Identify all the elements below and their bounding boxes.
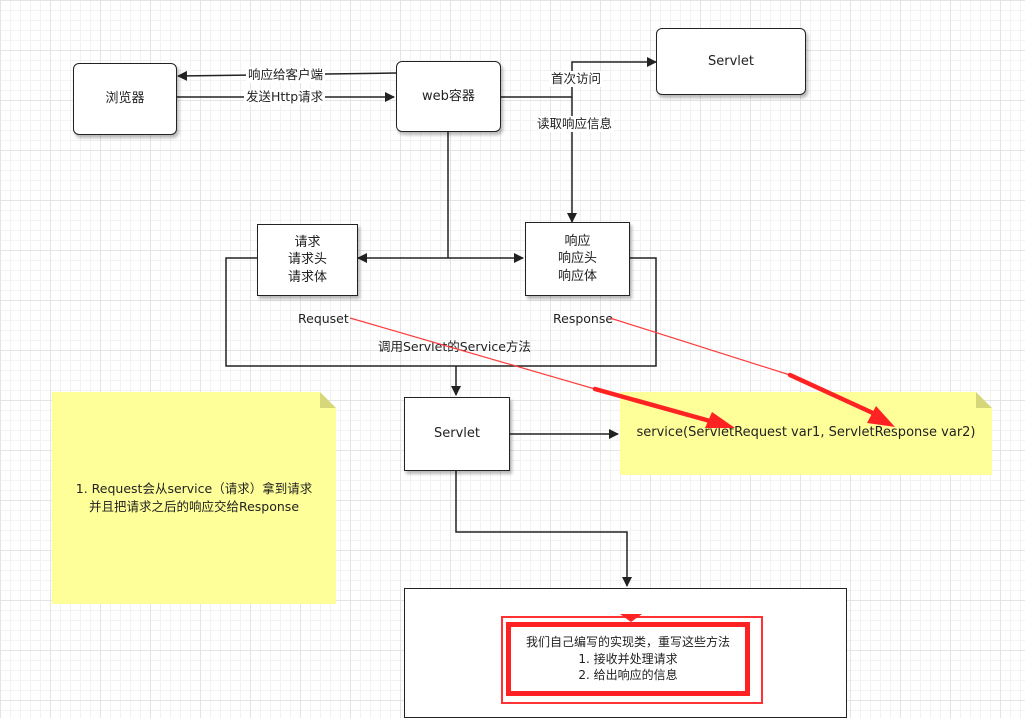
request-box: 请求 请求头 请求体 <box>257 224 358 296</box>
response-line-2: 响应头 <box>557 251 597 267</box>
explanation-line-1: 1. Request会从service（请求）拿到请求 <box>75 480 313 496</box>
request-line-2: 请求头 <box>287 252 327 268</box>
service-signature: service(ServletRequest var1, ServletResp… <box>636 425 976 441</box>
response-line-1: 响应 <box>564 233 591 249</box>
implementation-line-1: 我们自己编写的实现类，重写这些方法 <box>525 634 730 649</box>
first-visit-label: 首次访问 <box>549 71 604 87</box>
web-container-label: web容器 <box>422 88 475 104</box>
browser-label: 浏览器 <box>105 91 145 107</box>
call-service-label: 调用Servlet的Service方法 <box>378 339 531 354</box>
servlet-mid-label: Servlet <box>434 426 480 442</box>
read-response-info-label: 读取响应信息 <box>535 116 615 132</box>
service-method-note: service(ServletRequest var1, ServletResp… <box>620 392 992 475</box>
request-line-1: 请求 <box>294 234 321 250</box>
implementation-line-2: 1. 接收并处理请求 <box>578 651 678 666</box>
respond-to-client-label: 响应给客户端 <box>246 67 326 83</box>
servlet-top-label: Servlet <box>708 53 754 69</box>
response-line-3: 响应体 <box>557 268 597 284</box>
response-name-label: Response <box>553 311 614 326</box>
web-container-box: web容器 <box>396 61 501 132</box>
send-http-request-label: 发送Http请求 <box>244 89 326 105</box>
response-box: 响应 响应头 响应体 <box>525 222 630 296</box>
request-line-3: 请求体 <box>287 269 327 285</box>
implementation-highlight-box: 我们自己编写的实现类，重写这些方法 1. 接收并处理请求 2. 给出响应的信息 <box>506 622 750 696</box>
servlet-box-mid: Servlet <box>404 397 510 471</box>
explanation-line-2: 并且把请求之后的响应交给Response <box>88 499 300 514</box>
servlet-box-top: Servlet <box>656 28 806 95</box>
explanation-note: 1. Request会从service（请求）拿到请求 并且把请求之后的响应交给… <box>52 392 336 604</box>
implementation-line-3: 2. 给出响应的信息 <box>578 668 678 683</box>
browser-box: 浏览器 <box>73 63 177 135</box>
request-name-label: Requset <box>298 311 349 326</box>
arrow-to-implementation <box>455 471 632 587</box>
